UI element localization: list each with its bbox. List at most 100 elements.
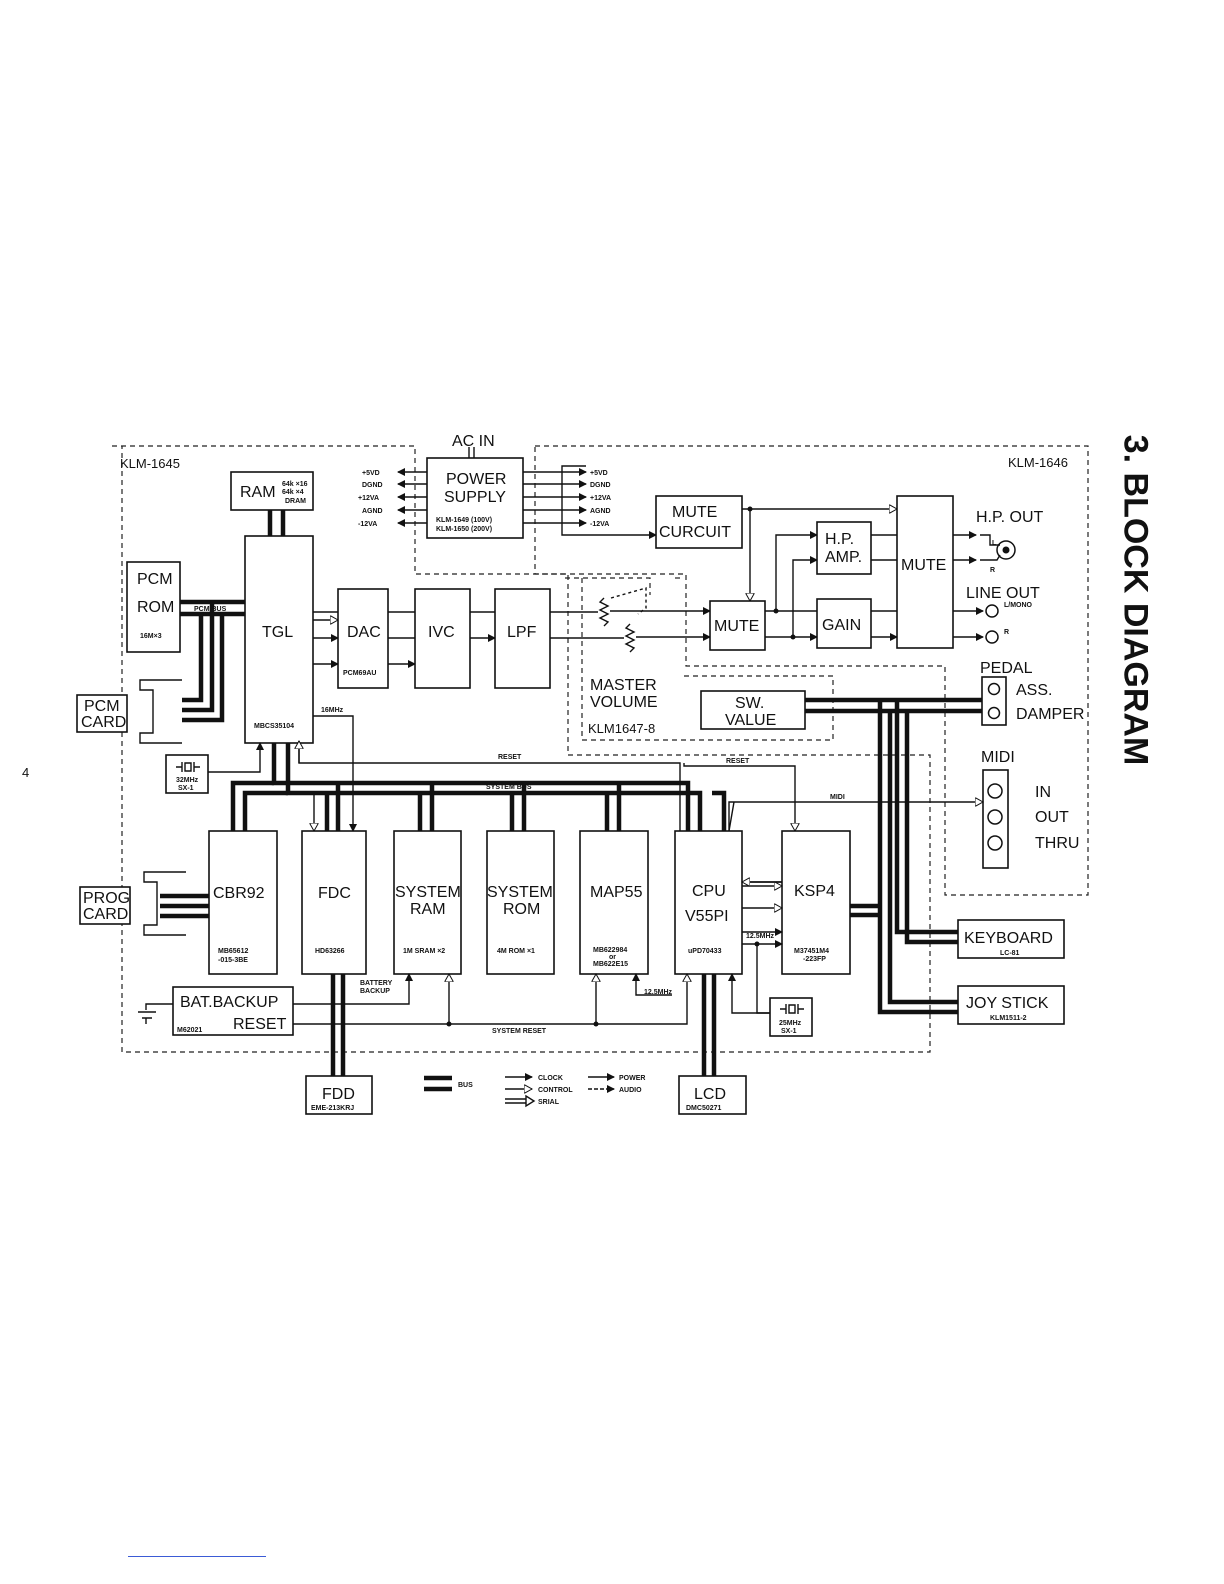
pcm-card-slot[interactable] <box>139 679 182 744</box>
dac-label: DAC <box>347 624 381 641</box>
midi-out-jack[interactable] <box>987 809 1003 825</box>
pcm-rom-block: PCM ROM 16M×3 <box>126 561 181 653</box>
hp-out-label: H.P. OUT <box>976 509 1044 526</box>
sw-value-label: SW. <box>735 695 764 712</box>
midi-thru-label: THRU <box>1035 835 1079 852</box>
xtal-32mhz-freq: 32MHz <box>176 777 199 784</box>
rail-left-dgnd: DGND <box>362 482 383 489</box>
dac-part: PCM69AU <box>343 670 376 677</box>
lcd-part: DMC50271 <box>686 1105 722 1112</box>
lcd-label: LCD <box>694 1086 726 1103</box>
midi-in-label: IN <box>1035 784 1051 801</box>
xtal-25mhz: 25MHz SX-1 <box>769 997 813 1037</box>
fdc-part: HD63266 <box>315 948 345 955</box>
prog-card-block[interactable]: PROG CARD <box>79 886 131 925</box>
battery-icon <box>138 1003 173 1024</box>
power-rails-left: +5VD DGND +12VA AGND -12VA <box>358 468 427 528</box>
ac-in-label: AC IN <box>452 433 495 450</box>
power-supply-model-1: KLM-1649 (100V) <box>436 517 492 524</box>
bat-backup-label-2: RESET <box>233 1016 287 1033</box>
cpu-label: CPU <box>692 883 726 900</box>
mute-mid-label: MUTE <box>714 618 759 635</box>
rail-right-5vd: +5VD <box>590 470 608 477</box>
pcm-rom-label: PCM <box>137 571 173 588</box>
mute-circuit-block: MUTE CURCUIT <box>655 495 743 549</box>
sw-value-block: SW. VALUE <box>700 690 806 730</box>
ram-label: RAM <box>240 484 276 501</box>
master-volume-label-2: VOLUME <box>590 694 658 711</box>
board-label-klm1646: KLM-1646 <box>1008 455 1068 470</box>
pcm-rom-spec: 16M×3 <box>140 633 162 640</box>
xtal-32mhz: 32MHz SX-1 <box>165 754 209 794</box>
map55-label: MAP55 <box>590 884 643 901</box>
mute-mid-block: MUTE <box>709 600 766 651</box>
rail-left-5vd: +5VD <box>362 470 380 477</box>
hp-out-jack[interactable] <box>996 540 1016 560</box>
hp-out-l: L <box>992 540 997 547</box>
rail-left-12va: +12VA <box>358 495 379 502</box>
rail-right-neg12va: -12VA <box>590 521 609 528</box>
tgl-label: TGL <box>262 624 293 641</box>
hp-amp-label: H.P. <box>825 531 854 548</box>
fdd-block: FDD EME-213KRJ <box>305 1075 373 1115</box>
ksp4-block: KSP4 M37451M4 -223FP <box>781 830 851 975</box>
system-rom-label-2: ROM <box>503 901 540 918</box>
prog-card-slot[interactable] <box>143 871 186 936</box>
cbr92-part-2: -015-3BE <box>218 957 248 964</box>
map55-part-2: or <box>609 954 616 961</box>
pedal-ass-jack[interactable] <box>987 682 1001 696</box>
line-out-l-jack[interactable] <box>985 604 999 618</box>
xtal-25mhz-part: SX-1 <box>781 1028 797 1035</box>
power-supply-label-2: SUPPLY <box>444 489 506 506</box>
system-bus-label: SYSTEM BUS <box>486 784 532 791</box>
pedal-damper-label: DAMPER <box>1016 706 1084 723</box>
system-ram-label: SYSTEM <box>395 884 461 901</box>
cpu-part: uPD70433 <box>688 948 722 955</box>
midi-in-jack[interactable] <box>987 783 1003 799</box>
pcm-card-block[interactable]: PCM CARD <box>76 694 128 733</box>
cpu-block: CPU V55PI uPD70433 <box>674 830 743 975</box>
power-supply-label: POWER <box>446 471 506 488</box>
prog-card-label: PROG <box>83 890 130 907</box>
joystick-label: JOY STICK <box>966 995 1049 1012</box>
pcm-rom-label-2: ROM <box>137 599 174 616</box>
legend-power: POWER <box>619 1075 645 1082</box>
master-volume-pots[interactable] <box>550 587 711 653</box>
ram-block: RAM 64k ×16 64k ×4 DRAM <box>230 471 314 511</box>
reset-label-2: RESET <box>726 758 750 765</box>
master-volume-label: MASTER <box>590 677 657 694</box>
fdc-label: FDC <box>318 885 351 902</box>
bat-backup-block: BAT.BACKUP RESET M62021 <box>172 986 294 1036</box>
rail-right-dgnd: DGND <box>590 482 611 489</box>
legend-audio: AUDIO <box>619 1087 642 1094</box>
page-number: 4 <box>22 765 30 780</box>
system-ram-part: 1M SRAM ×2 <box>403 948 445 955</box>
midi-out-label: OUT <box>1035 809 1069 826</box>
line-out-r: R <box>1004 629 1009 636</box>
ivc-label: IVC <box>428 624 455 641</box>
pedal-damper-jack[interactable] <box>987 706 1001 720</box>
fdd-label: FDD <box>322 1086 355 1103</box>
midi-thru-jack[interactable] <box>987 835 1003 851</box>
map55-part-3: MB622E15 <box>593 961 628 968</box>
line-out-label: LINE OUT <box>966 585 1040 602</box>
cbr92-part-1: MB65612 <box>218 948 248 955</box>
sw-value-label-2: VALUE <box>725 712 776 729</box>
mute-circuit-label-2: CURCUIT <box>659 524 731 541</box>
bat-backup-part: M62021 <box>177 1027 202 1034</box>
tgl-block: TGL MBCS35104 <box>244 535 314 744</box>
power-rails-right: +5VD DGND +12VA AGND -12VA <box>523 465 656 535</box>
xtal-32mhz-part: SX-1 <box>178 785 194 792</box>
fdc-block: FDC HD63266 <box>301 830 367 975</box>
pedal-ass-label: ASS. <box>1016 682 1052 699</box>
ksp4-label: KSP4 <box>794 883 835 900</box>
ram-spec-2: 64k ×4 <box>282 489 304 496</box>
line-out-r-jack[interactable] <box>985 630 999 644</box>
power-supply-model-2: KLM-1650 (200V) <box>436 526 492 533</box>
hp-amp-block: H.P. AMP. <box>816 521 872 575</box>
system-rom-part: 4M ROM ×1 <box>497 948 535 955</box>
fdd-part: EME-213KRJ <box>311 1105 354 1112</box>
keyboard-label: KEYBOARD <box>964 930 1053 947</box>
joystick-part: KLM1511-2 <box>990 1015 1027 1022</box>
ivc-block: IVC <box>414 588 471 689</box>
